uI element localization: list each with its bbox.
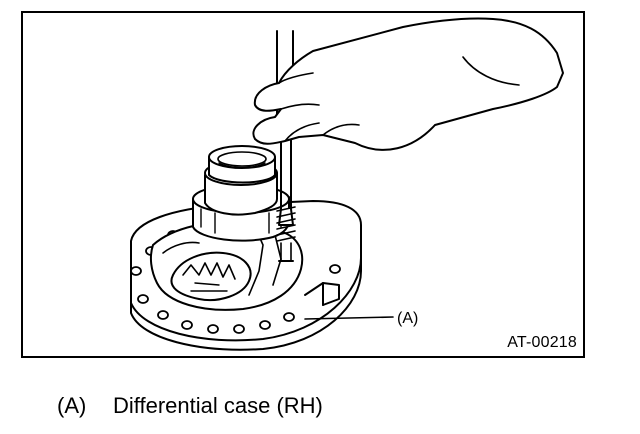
caption-text: Differential case (RH)	[113, 393, 323, 418]
differential-case-illustration: (A)	[130, 17, 564, 351]
callout-leader	[304, 316, 394, 320]
figure-caption: (A) Differential case (RH)	[57, 393, 323, 419]
figure-frame: (A) AT-00218	[21, 11, 585, 358]
callout-label: (A)	[397, 310, 418, 327]
caption-key: (A)	[57, 393, 87, 418]
figure-code: AT-00218	[507, 334, 577, 351]
